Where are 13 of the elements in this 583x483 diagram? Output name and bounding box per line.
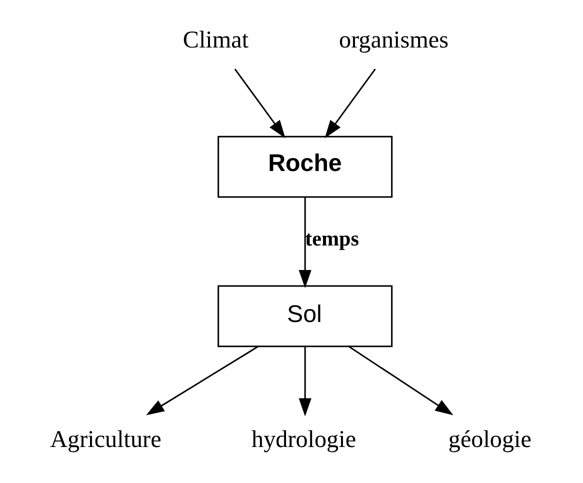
arrow bbox=[324, 68, 376, 138]
node-box: Roche bbox=[218, 136, 393, 198]
node-text: organismes bbox=[339, 26, 448, 54]
node-box: Sol bbox=[218, 285, 393, 348]
arrow bbox=[234, 68, 286, 138]
arrow bbox=[146, 346, 258, 416]
arrow bbox=[298, 197, 312, 288]
node-text: Agriculture bbox=[50, 426, 162, 454]
arrow bbox=[348, 346, 454, 416]
node-text: hydrologie bbox=[252, 426, 356, 454]
node-text: Climat bbox=[182, 26, 249, 54]
node-text: géologie bbox=[448, 426, 532, 454]
arrow bbox=[298, 346, 312, 416]
